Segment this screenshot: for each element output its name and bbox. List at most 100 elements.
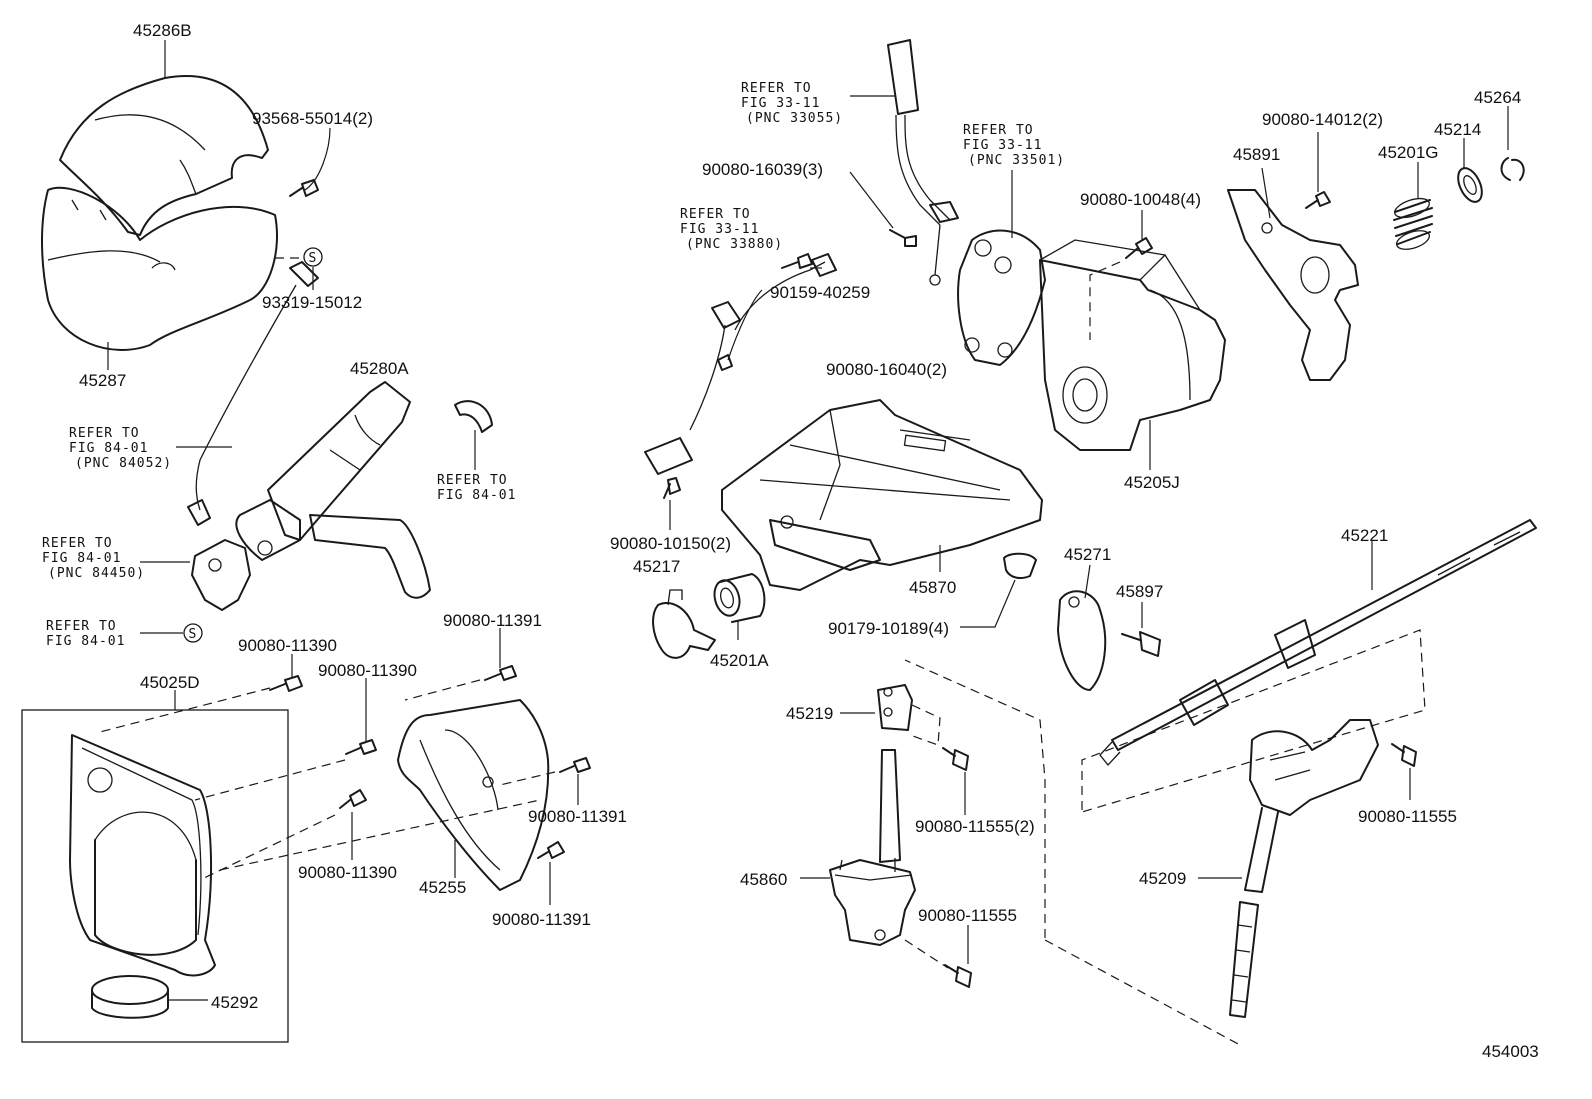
svg-text:FIG 33-11: FIG 33-11 — [741, 96, 820, 111]
s-mark-symbol-1: S — [303, 247, 323, 267]
label-90080-16039: 90080-16039(3) — [702, 160, 823, 179]
bolt-90080-11390-b[interactable] — [345, 739, 377, 755]
washer-45214[interactable] — [1453, 164, 1486, 205]
label-45286B: 45286B — [133, 21, 192, 40]
label-45264: 45264 — [1474, 88, 1521, 107]
label-45287: 45287 — [79, 371, 126, 390]
bolt-90080-16039[interactable] — [889, 229, 917, 247]
refer-note-33501: REFER TO FIG 33-11 (PNC 33501) — [963, 123, 1065, 168]
label-90080-16040: 90080-16040(2) — [826, 360, 947, 379]
label-93568-55014: 93568-55014(2) — [252, 109, 373, 128]
nut-90179-10189[interactable] — [1003, 552, 1037, 579]
bolt-90080-16040[interactable] — [781, 253, 813, 269]
label-45219: 45219 — [786, 704, 833, 723]
cover-screw[interactable] — [289, 179, 319, 197]
label-90159-40259: 90159-40259 — [770, 283, 870, 302]
column-support-bracket[interactable] — [721, 399, 1043, 591]
refer-note-84052: REFER TO FIG 84-01 (PNC 84052) — [69, 426, 172, 471]
label-45860: 45860 — [740, 870, 787, 889]
svg-text:FIG 84-01: FIG 84-01 — [69, 441, 148, 456]
refer-note-84-01-s: REFER TO FIG 84-01 — [46, 619, 124, 649]
column-tube-assembly[interactable] — [235, 381, 431, 599]
column-hole-cover-boot[interactable] — [69, 734, 216, 977]
bolt-90080-11390-a[interactable] — [269, 675, 303, 692]
bolt-90080-11390-c[interactable] — [339, 789, 367, 809]
retaining-clip[interactable] — [454, 400, 493, 433]
s-mark-symbol-2: S — [183, 623, 203, 643]
svg-text:(PNC 33501): (PNC 33501) — [968, 153, 1065, 168]
label-45292: 45292 — [211, 993, 258, 1012]
label-90080-11391-b: 90080-11391 — [528, 807, 627, 826]
label-90080-10150: 90080-10150(2) — [610, 534, 731, 553]
column-bracket-45219[interactable] — [877, 684, 913, 731]
shift-lever[interactable] — [887, 39, 959, 286]
snap-ring-45264[interactable] — [1500, 157, 1525, 181]
label-45280A: 45280A — [350, 359, 409, 378]
bolt-90080-11391-c[interactable] — [537, 841, 565, 859]
label-90080-11391-c: 90080-11391 — [492, 910, 591, 929]
svg-text:FIG 33-11: FIG 33-11 — [680, 222, 759, 237]
svg-text:REFER TO: REFER TO — [42, 536, 113, 551]
tilt-bracket-45891[interactable] — [1227, 189, 1359, 381]
main-shaft-45221[interactable] — [1099, 519, 1537, 766]
label-90080-11390-b: 90080-11390 — [318, 661, 417, 680]
label-90080-11555-2: 90080-11555(2) — [915, 817, 1035, 836]
bolt-90080-11555-center[interactable] — [942, 747, 969, 771]
label-45271: 45271 — [1064, 545, 1111, 564]
bolt-45897[interactable] — [1121, 631, 1161, 657]
column-cover-plate[interactable] — [397, 699, 550, 891]
spring-45201G[interactable] — [1392, 195, 1433, 253]
label-45217: 45217 — [633, 557, 680, 576]
svg-text:REFER TO: REFER TO — [680, 207, 751, 222]
label-45870: 45870 — [909, 578, 956, 597]
wiring-harness-center[interactable] — [644, 253, 837, 475]
label-45221: 45221 — [1341, 526, 1388, 545]
bolt-90080-14012[interactable] — [1305, 191, 1331, 209]
svg-text:(PNC 84052): (PNC 84052) — [75, 456, 172, 471]
label-45897: 45897 — [1116, 582, 1163, 601]
boot-seal-ring[interactable] — [91, 975, 169, 1019]
bearing-45201A[interactable] — [711, 573, 766, 623]
screw-90159-40259[interactable] — [717, 354, 733, 371]
label-45201A: 45201A — [710, 651, 769, 670]
bolt-90080-11391-a[interactable] — [484, 665, 517, 681]
svg-text:FIG 84-01: FIG 84-01 — [42, 551, 121, 566]
label-90179-10189: 90179-10189(4) — [828, 619, 949, 638]
svg-text:REFER TO: REFER TO — [437, 473, 508, 488]
bolt-90080-11555-lower[interactable] — [944, 964, 972, 988]
bolt-90080-10150[interactable] — [663, 477, 681, 499]
boot-assembly-frame — [21, 709, 289, 1043]
label-90080-14012: 90080-14012(2) — [1262, 110, 1383, 129]
refer-note-33880: REFER TO FIG 33-11 (PNC 33880) — [680, 207, 783, 252]
svg-text:REFER TO: REFER TO — [69, 426, 140, 441]
svg-text:(PNC 84450): (PNC 84450) — [48, 566, 145, 581]
bolt-90080-11555-right[interactable] — [1391, 743, 1417, 767]
refer-note-84450: REFER TO FIG 84-01 (PNC 84450) — [42, 536, 145, 581]
refer-note-33055: REFER TO FIG 33-11 (PNC 33055) — [741, 81, 842, 126]
upper-column-cover[interactable] — [59, 75, 269, 236]
label-45025D: 45025D — [140, 673, 200, 692]
label-45255: 45255 — [419, 878, 466, 897]
wiring-harness-connector-left[interactable] — [187, 261, 319, 526]
spacer-45271[interactable] — [1057, 590, 1107, 691]
svg-text:REFER TO: REFER TO — [46, 619, 117, 634]
svg-text:FIG 33-11: FIG 33-11 — [963, 138, 1042, 153]
diagram-code: 454003 — [1482, 1042, 1539, 1061]
svg-text:(PNC 33880): (PNC 33880) — [686, 237, 783, 252]
shift-lock-bracket[interactable] — [957, 229, 1046, 366]
key-cylinder-assembly[interactable] — [191, 539, 251, 611]
steering-gear-support-45860[interactable] — [829, 749, 916, 946]
lower-column-cover[interactable] — [41, 186, 279, 351]
intermediate-shaft-45209[interactable] — [1229, 719, 1379, 1018]
bolt-90080-10048[interactable] — [1125, 237, 1153, 259]
bolt-90080-11391-b[interactable] — [559, 757, 591, 773]
label-90080-11555-lower: 90080-11555 — [918, 906, 1017, 925]
column-housing-45205J[interactable] — [1039, 239, 1226, 451]
label-45214: 45214 — [1434, 120, 1481, 139]
label-90080-10048: 90080-10048(4) — [1080, 190, 1201, 209]
bearing-retainer-45217[interactable] — [652, 589, 716, 659]
label-45201G: 45201G — [1378, 143, 1439, 162]
label-90080-11390-c: 90080-11390 — [298, 863, 397, 882]
label-90080-11391-a: 90080-11391 — [443, 611, 542, 630]
